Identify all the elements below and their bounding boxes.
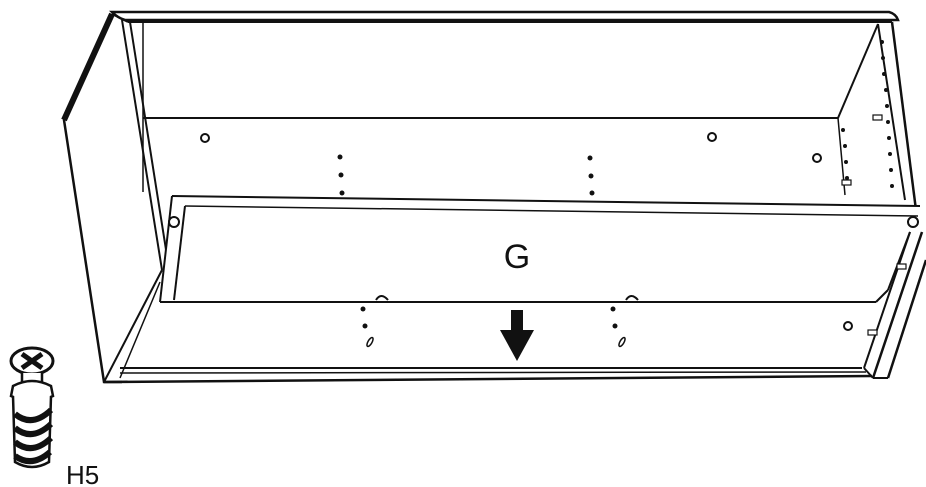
back-holes [200,132,853,348]
part-h5-label: H5 [66,460,99,487]
panel-g-label: G [504,238,530,276]
left-side-panel [61,12,171,384]
bottom-panel [103,301,873,384]
arrow-down-icon [500,310,534,361]
top-panel [108,10,900,23]
right-side-panel [837,21,926,379]
panel-g [159,195,921,303]
cam-screw-icon [9,346,55,469]
right-panel-holes [841,40,907,336]
back-panel [142,23,846,196]
